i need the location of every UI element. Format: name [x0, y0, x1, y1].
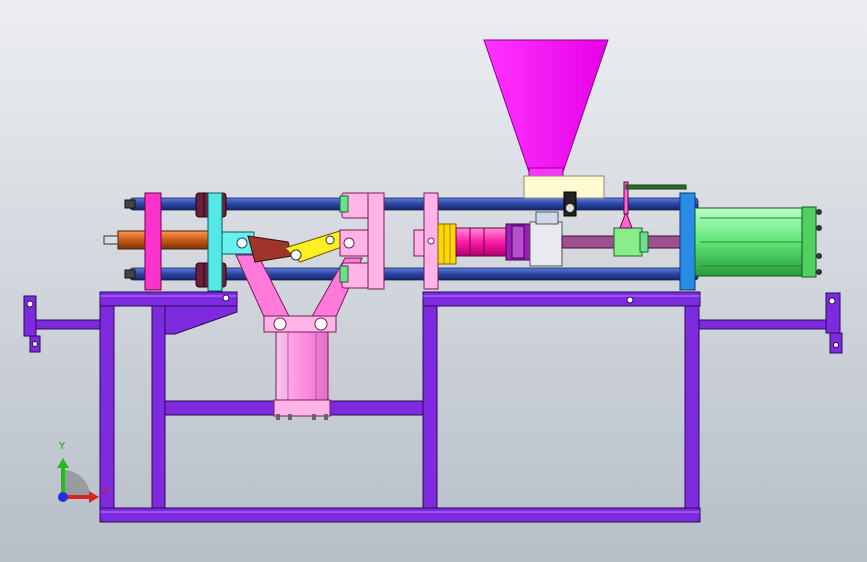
frame-top-beam-left[interactable]	[99, 291, 238, 307]
frame-post-3[interactable]	[422, 305, 438, 511]
frame-top-beam-right[interactable]	[422, 291, 701, 307]
frame-post-4[interactable]	[684, 305, 700, 511]
bushing-lower	[339, 265, 349, 283]
cylinder-mount-plate[interactable]	[679, 192, 696, 291]
left-outrigger[interactable]	[23, 295, 105, 353]
feed-block[interactable]	[529, 221, 563, 267]
clamp-cylinder[interactable]	[263, 315, 337, 420]
tie-rods[interactable]	[124, 197, 699, 281]
axis-triad[interactable]	[57, 458, 99, 503]
fixed-platen[interactable]	[413, 192, 457, 290]
frame-bottom-beam[interactable]	[99, 507, 701, 523]
axis-y-label: Y	[59, 441, 66, 452]
rear-platen-assembly[interactable]	[103, 192, 227, 292]
frame-post-2[interactable]	[151, 305, 166, 511]
bushing-upper	[339, 195, 349, 213]
cylinder-end-cap	[801, 206, 817, 278]
rear-platen[interactable]	[144, 192, 162, 291]
crosshead-plate[interactable]	[207, 192, 223, 292]
hydraulic-cylinder[interactable]	[694, 206, 822, 278]
frame-post-1[interactable]	[99, 305, 115, 511]
moving-platen[interactable]	[339, 192, 385, 290]
ejector-rod[interactable]	[117, 230, 221, 250]
right-outrigger[interactable]	[697, 292, 843, 354]
barrel[interactable]	[455, 227, 507, 257]
toggle-mechanism[interactable]	[221, 229, 369, 420]
axis-x-label: X	[102, 486, 109, 497]
hopper[interactable]	[483, 39, 609, 217]
injection-unit[interactable]	[455, 181, 687, 267]
